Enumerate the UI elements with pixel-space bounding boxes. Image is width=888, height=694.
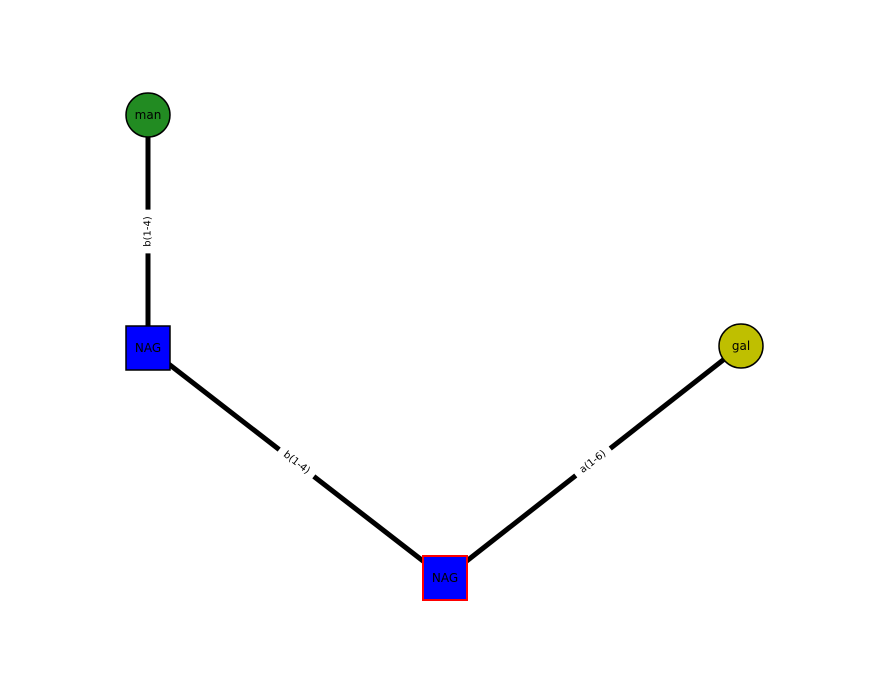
edge-label-bg — [572, 443, 614, 481]
node-shape-gal — [718, 323, 764, 369]
node-label-nag-lower: NAG — [432, 571, 458, 585]
node-shape-nag-upper — [125, 325, 171, 371]
edge-label: b(1-4) — [143, 216, 154, 247]
edge-label-group-man-nag-upper: b(1-4) — [140, 209, 156, 254]
node-label-gal: gal — [732, 339, 750, 353]
node-shape-man — [125, 92, 171, 138]
edge-label-group-nag-lower-gal: a(1-6) — [572, 443, 614, 481]
edge-label-group-nag-upper-nag-lower: b(1-4) — [275, 444, 318, 482]
node-label-nag-upper: NAG — [135, 341, 161, 355]
node-label-man: man — [135, 108, 162, 122]
edge-label-bg — [275, 444, 318, 482]
edge-label-bg — [140, 209, 156, 254]
node-shape-nag-lower — [422, 555, 468, 601]
